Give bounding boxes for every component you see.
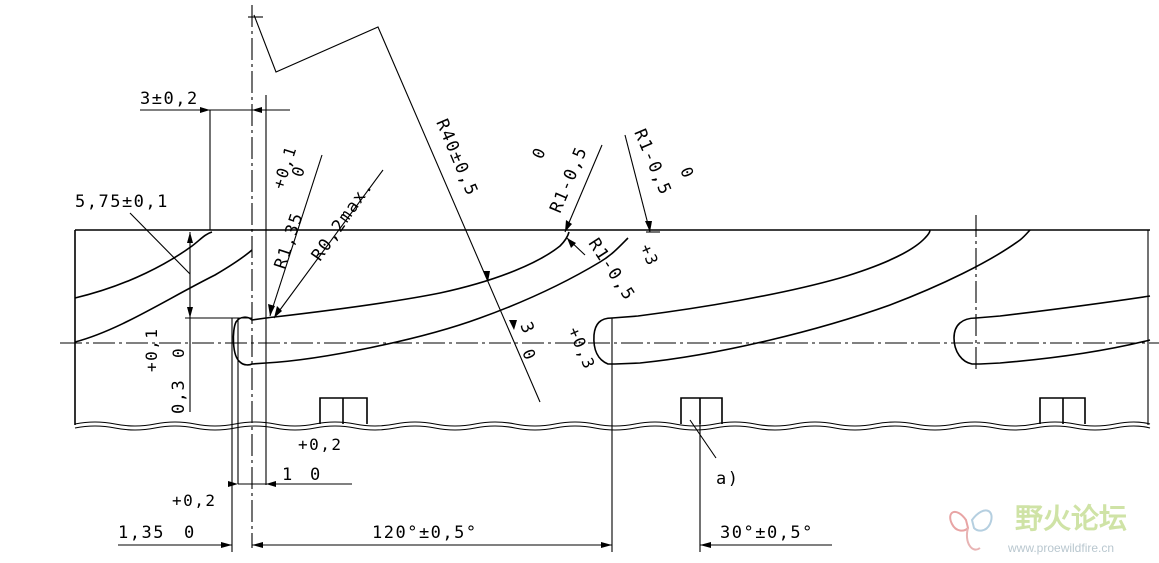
groove-left [74,231,629,366]
dim-0-3-upper: +0,1 [142,327,161,372]
break-line [74,421,1151,427]
notch-marks [319,397,1086,424]
svg-text:R1-0,5: R1-0,5 [584,235,639,305]
dim-r0-2max: R0,2max. [308,176,378,264]
dim-3-tolerance: 3±0,2 [140,89,199,109]
dim-r40: R40±0,5 [431,116,482,199]
groove-middle [593,229,1031,365]
dim-r1-0-5-b-zero: 0 [676,164,698,182]
leader-lines [118,14,832,552]
part-outline [74,229,1151,431]
watermark-name: 野火论坛 [1015,502,1127,535]
dim-1: 1 [282,465,294,485]
dim-r1-0-5-c-plus: +3 [636,241,662,269]
dim-1-35-lower: 0 [184,523,196,543]
svg-text:R40±0,5: R40±0,5 [431,116,482,199]
r40-leader [253,14,541,403]
watermark-url: www.proewildfire.cn [1007,541,1114,555]
svg-text:R0,2max.: R0,2max. [308,176,378,264]
groove-right [953,295,1151,365]
dim-1-35: 1,35 [118,523,165,543]
dim-0-3-lower: 0 [169,347,188,358]
svg-text:0,3: 0,3 [169,379,189,414]
dim-1-upper: +0,2 [298,435,343,454]
callout-a: a) [716,469,739,489]
watermark: 野火论坛 www.proewildfire.cn [949,502,1127,555]
dim-5-75-tolerance: 5,75±0,1 [75,192,169,212]
dim-r1-0-5-c: R1-0,5 [584,235,639,305]
dim-120-degrees: 120°±0,5° [372,523,478,543]
dim-3-lower: 0 [518,346,540,364]
dim-30-degrees: 30°±0,5° [720,523,814,543]
dim-1-35-upper: +0,2 [172,491,217,510]
center-lines [60,5,1159,548]
arrowheads [187,107,711,548]
svg-text:R1-0,5: R1-0,5 [546,143,592,216]
dim-r1-0-5-a-zero: 0 [528,144,550,162]
dim-r1-0-5-b: R1-0,5 [629,126,675,199]
dim-1-lower: 0 [310,465,322,485]
svg-text:R1-0,5: R1-0,5 [629,126,675,199]
svg-text:R1,35: R1,35 [271,210,308,272]
svg-text:3: 3 [515,319,538,338]
butterfly-logo-icon [949,509,993,551]
dim-r1-0-5-a: R1-0,5 [546,143,592,216]
dim-3: 3 [515,319,538,338]
dim-r1-35: R1,35 [271,210,308,272]
dim-0-3: 0,3 [169,379,189,414]
